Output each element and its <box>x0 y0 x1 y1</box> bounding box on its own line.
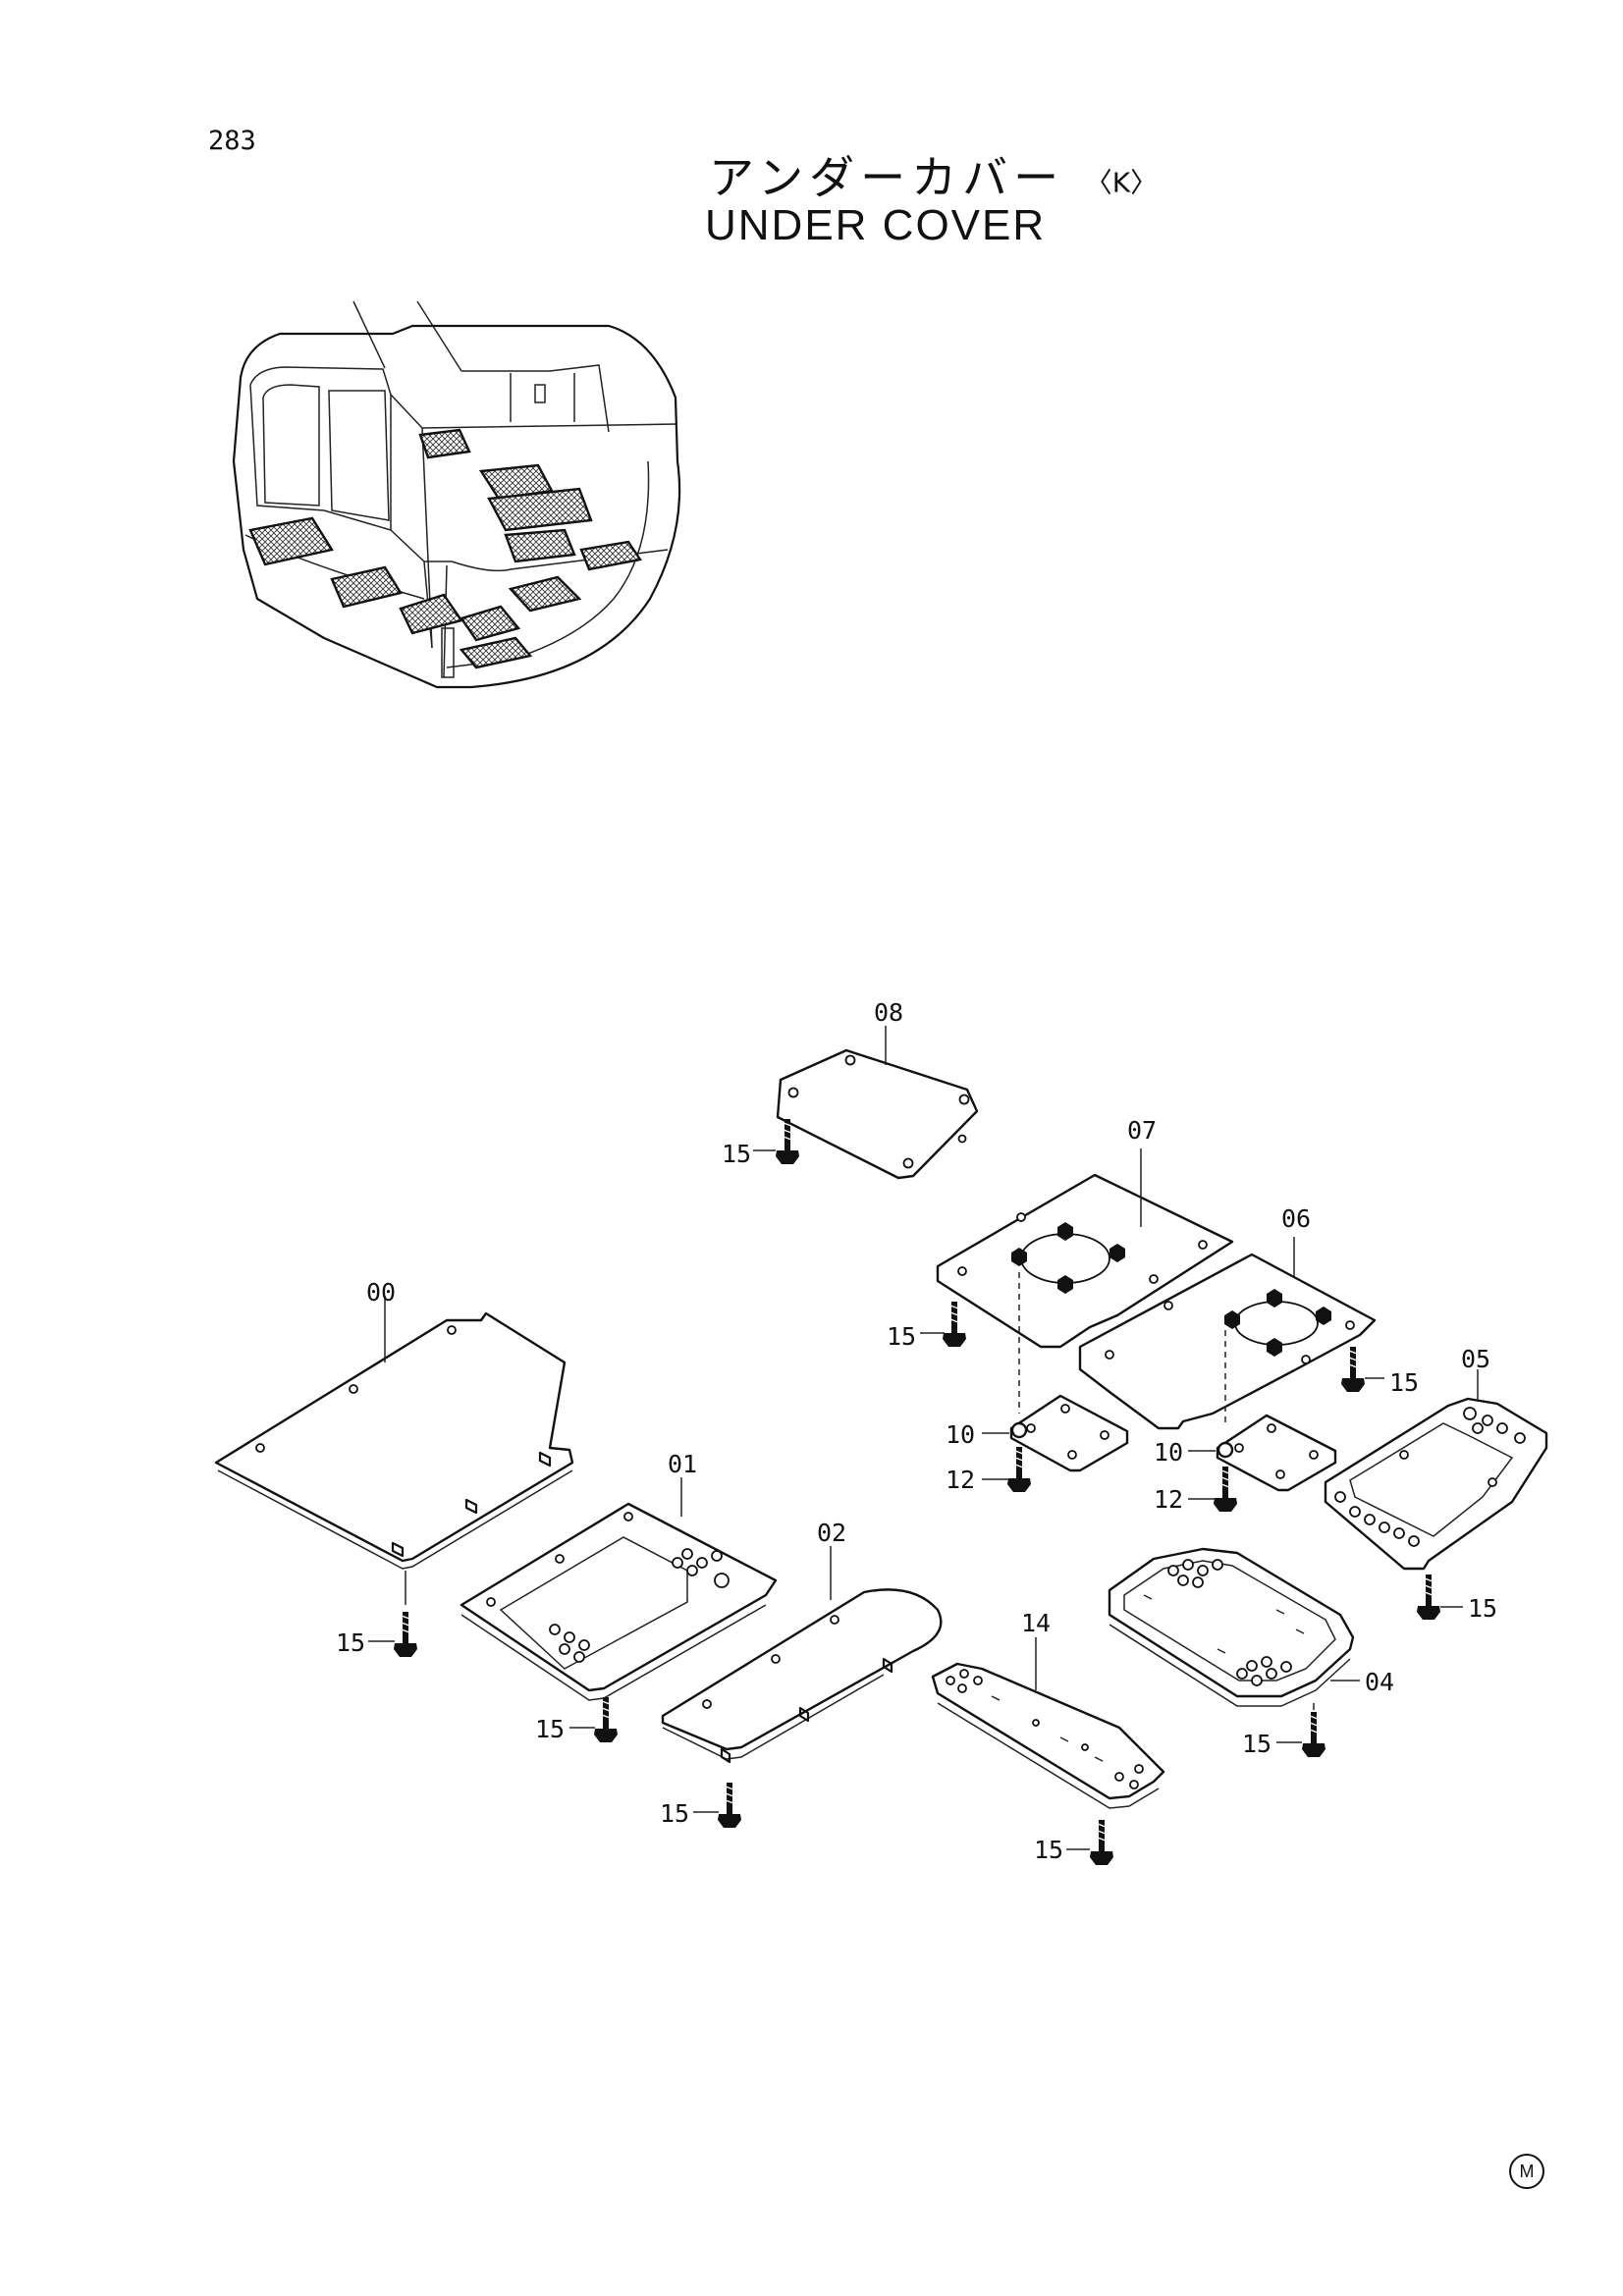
callout-10-a: 10 <box>946 1420 975 1449</box>
part-07-cover <box>920 1148 1234 1414</box>
title-japanese-text: アンダーカバー <box>709 151 1065 204</box>
callout-06: 06 <box>1281 1204 1311 1233</box>
callout-14: 14 <box>1021 1609 1051 1637</box>
callout-10-b: 10 <box>1154 1438 1183 1467</box>
callout-15-c: 15 <box>1389 1368 1419 1397</box>
part-01-cover <box>460 1477 778 1742</box>
callout-02: 02 <box>817 1519 846 1547</box>
callout-15-e: 15 <box>336 1629 365 1657</box>
callout-08: 08 <box>874 998 903 1027</box>
title-japanese: アンダーカバー 〈K〉 <box>709 142 1158 207</box>
callout-15-i: 15 <box>1034 1836 1063 1864</box>
callout-00: 00 <box>366 1278 396 1307</box>
callout-07: 07 <box>1127 1116 1157 1145</box>
callout-05: 05 <box>1461 1345 1490 1373</box>
callout-15-h: 15 <box>660 1799 689 1828</box>
callout-15-d: 15 <box>1468 1594 1497 1623</box>
part-14-cover <box>931 1637 1165 1865</box>
part-05-cover <box>1324 1369 1548 1620</box>
title-english: UNDER COVER <box>705 201 1047 249</box>
part-06-cover <box>1078 1237 1384 1430</box>
callout-15-f: 15 <box>535 1715 565 1743</box>
callout-15-g: 15 <box>1242 1730 1271 1758</box>
part-08-cover <box>753 1026 979 1180</box>
part-10-plates <box>982 1394 1337 1512</box>
title-variant: 〈K〉 <box>1084 166 1159 199</box>
part-00-cover <box>214 1296 574 1657</box>
callout-04: 04 <box>1365 1668 1394 1696</box>
callout-12-a: 12 <box>946 1466 975 1494</box>
machine-overview <box>232 300 681 689</box>
callout-01: 01 <box>668 1450 697 1478</box>
page-number: 283 <box>208 126 256 156</box>
circled-m-mark: M <box>1509 2154 1544 2189</box>
part-04-cover <box>1108 1547 1360 1757</box>
callout-15-a: 15 <box>722 1140 751 1168</box>
callout-15-b: 15 <box>887 1322 916 1351</box>
callout-12-b: 12 <box>1154 1485 1183 1514</box>
part-02-cover <box>661 1546 943 1828</box>
